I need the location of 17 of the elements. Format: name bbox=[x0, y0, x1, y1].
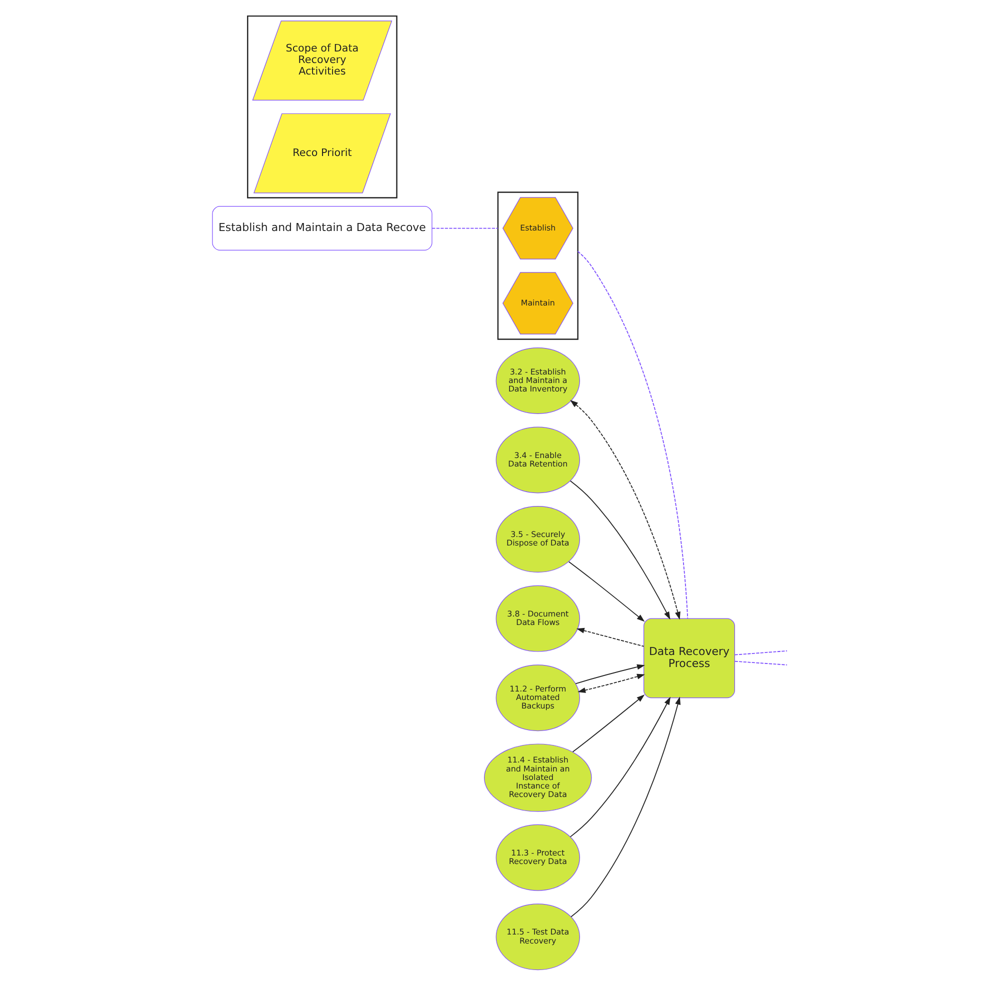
arrow bbox=[570, 696, 680, 918]
arrow bbox=[576, 628, 644, 647]
arrow bbox=[574, 664, 644, 684]
arrow bbox=[569, 480, 670, 620]
arrow bbox=[577, 674, 644, 693]
arrow bbox=[572, 694, 644, 752]
cluster bbox=[246, 15, 397, 198]
connector bbox=[431, 228, 498, 229]
node-box: Establish and Maintain a Data Recove bbox=[212, 206, 432, 251]
arrow bbox=[568, 561, 644, 622]
cluster bbox=[496, 192, 578, 340]
arrow bbox=[569, 696, 670, 838]
arrow bbox=[570, 400, 680, 620]
node-box: Data Recovery Process bbox=[643, 618, 734, 698]
connector bbox=[734, 660, 787, 666]
connector bbox=[576, 250, 688, 619]
connector bbox=[734, 650, 787, 656]
